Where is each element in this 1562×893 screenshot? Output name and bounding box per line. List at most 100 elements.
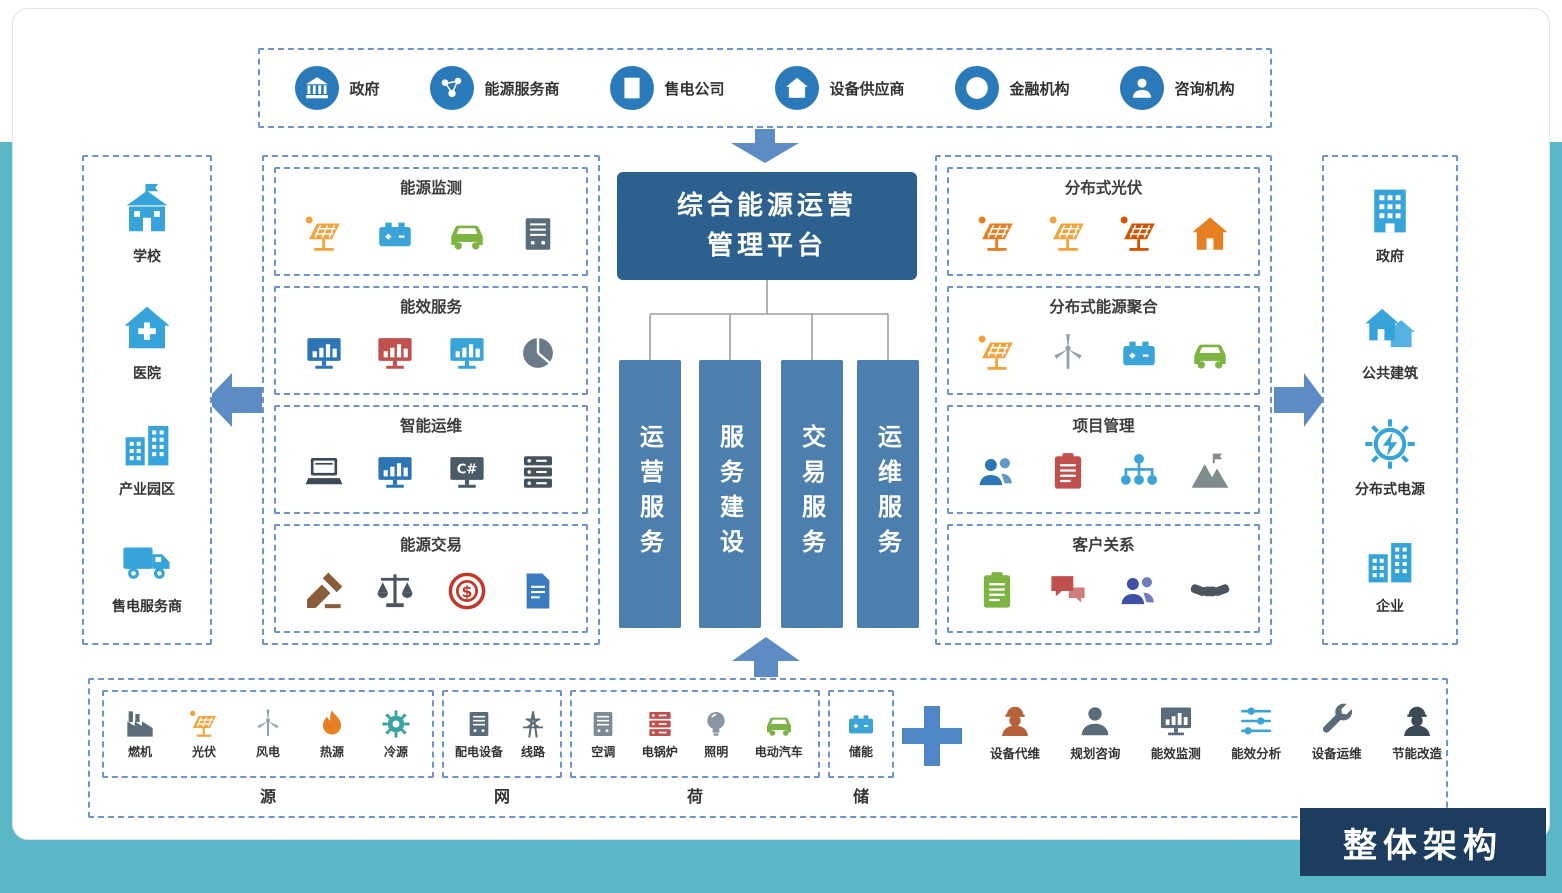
house-icon	[775, 66, 820, 110]
panel-icons	[949, 198, 1258, 274]
office-building-icon	[610, 66, 655, 110]
panel-energy-trading: 能源交易	[274, 524, 588, 633]
customer-item-school: 学校	[120, 184, 174, 266]
resource-label: 线路	[520, 745, 545, 759]
service-label: 能效监测	[1150, 746, 1201, 761]
top-partners-box: 政府 能源服务商 售电公司 设备供应商 金融机构 咨询机构	[258, 48, 1272, 128]
service-label: 能效分析	[1231, 746, 1282, 761]
distribution-equipment-icon	[463, 708, 495, 740]
team-discussion-icon	[976, 451, 1018, 493]
customer-label: 售电服务商	[112, 598, 182, 615]
service-item: 设备代维	[990, 702, 1040, 762]
partner-item-energy-service-provider: 能源服务商	[430, 66, 560, 110]
panel-distributed-energy-aggregation: 分布式能源聚合	[947, 286, 1260, 395]
partner-item-electricity-sales-company: 售电公司	[610, 66, 725, 110]
service-item: 能效监测	[1151, 702, 1201, 762]
dollar-icon	[955, 66, 1000, 110]
customer-label: 医院	[133, 365, 161, 382]
industrial-park-icon	[120, 417, 174, 471]
equipment-om-icon	[1318, 702, 1356, 740]
service-item: 节能改造	[1392, 702, 1442, 762]
bottom-resources-box: 燃机 光伏 风电 热源 冷源 源 配电设备 线路 网 空调 电锅炉 照明 电动汽…	[88, 678, 1448, 818]
pillar-operation-service: 运营服务	[619, 360, 681, 628]
customer-label: 政府	[1376, 249, 1404, 266]
pillar-label: 服务建设	[715, 424, 744, 564]
power-line-tower-icon	[517, 708, 549, 740]
resource-item: 冷源	[380, 708, 412, 760]
service-label: 节能改造	[1391, 746, 1442, 761]
customer-item-enterprise: 企业	[1363, 534, 1417, 616]
contract-icon	[517, 570, 559, 612]
solar-tracker-icon	[1118, 213, 1160, 255]
customer-label: 分布式电源	[1355, 482, 1425, 499]
energy-network-icon	[430, 66, 475, 110]
government-building-icon	[1363, 184, 1417, 238]
partner-item-consulting-agency: 咨询机构	[1120, 66, 1235, 110]
service-label: 设备运维	[1311, 746, 1362, 761]
partner-item-financial-institution: 金融机构	[955, 66, 1070, 110]
dollar-target-icon	[446, 570, 488, 612]
pillar-label: 交易服务	[797, 424, 826, 564]
solar-panel-icon	[303, 213, 345, 255]
electric-vehicle-icon	[763, 708, 795, 740]
plus-sign	[902, 706, 962, 766]
partner-label: 金融机构	[1009, 79, 1070, 98]
service-item: 设备运维	[1312, 702, 1362, 762]
customer-item-industrial-park: 产业园区	[119, 417, 175, 499]
customer-item-public-buildings: 公共建筑	[1362, 301, 1418, 383]
resource-label: 配电设备	[454, 745, 503, 759]
government-bank-icon	[295, 66, 340, 110]
customer-label: 产业园区	[119, 482, 175, 499]
partner-label: 售电公司	[664, 79, 725, 98]
resource-item: 电动汽车	[755, 708, 803, 760]
mountain-goal-icon	[1189, 451, 1231, 493]
analysis-chart-icon	[446, 332, 488, 374]
energy-saving-retrofit-icon	[1398, 702, 1436, 740]
partner-label: 设备供应商	[829, 79, 905, 98]
group-storage-items: 储能	[828, 690, 894, 778]
group-label: 荷	[686, 787, 703, 806]
consultant-person-icon	[1120, 66, 1165, 110]
monitor-icon	[374, 451, 416, 493]
panel-icons	[276, 555, 586, 631]
resource-item: 线路	[517, 708, 549, 760]
resource-item: 燃机	[124, 708, 156, 760]
right-arrow	[1274, 373, 1324, 427]
resource-item: 空调	[587, 708, 619, 760]
solar-panel-icon	[976, 332, 1018, 374]
panel-title: 项目管理	[1072, 417, 1135, 435]
left-arrow	[206, 373, 262, 427]
electric-car-icon	[446, 213, 488, 255]
service-item: 规划咨询	[1070, 702, 1120, 762]
panel-distributed-pv: 分布式光伏	[947, 167, 1260, 276]
resource-item: 热源	[316, 708, 348, 760]
efficiency-analysis-icon	[1237, 702, 1275, 740]
distributed-power-icon	[1363, 417, 1417, 471]
corner-title: 整体架构	[1343, 825, 1503, 866]
handshake-icon	[1189, 570, 1231, 612]
solar-street-icon	[976, 213, 1018, 255]
code-screen-icon	[446, 451, 488, 493]
group-grid-items: 配电设备 线路	[442, 690, 562, 778]
panel-icons	[949, 555, 1258, 631]
partner-label: 咨询机构	[1174, 79, 1235, 98]
electric-car-icon	[1189, 332, 1231, 374]
left-service-panels-box: 能源监测 能效服务 智能运维 能源交易	[262, 155, 600, 645]
power-cabinet-icon	[517, 213, 559, 255]
pillar-service-construction: 服务建设	[699, 360, 761, 628]
panel-title: 分布式能源聚合	[1049, 298, 1158, 316]
group-storage: 储能 储	[828, 690, 894, 807]
group-source-items: 燃机 光伏 风电 热源 冷源	[102, 690, 434, 778]
panel-icons	[949, 436, 1258, 512]
panel-icons	[949, 317, 1258, 393]
service-item: 能效分析	[1231, 702, 1281, 762]
panel-title: 智能运维	[399, 417, 462, 435]
corner-title-box: 整体架构	[1300, 808, 1546, 876]
panel-icons	[276, 198, 586, 274]
pillar-trading-service: 交易服务	[781, 360, 843, 628]
resource-item: 电锅炉	[642, 708, 678, 760]
dashboard-chart-icon	[303, 332, 345, 374]
group-load-items: 空调 电锅炉 照明 电动汽车	[570, 690, 820, 778]
platform-title-box: 综合能源运营 管理平台	[617, 172, 917, 280]
